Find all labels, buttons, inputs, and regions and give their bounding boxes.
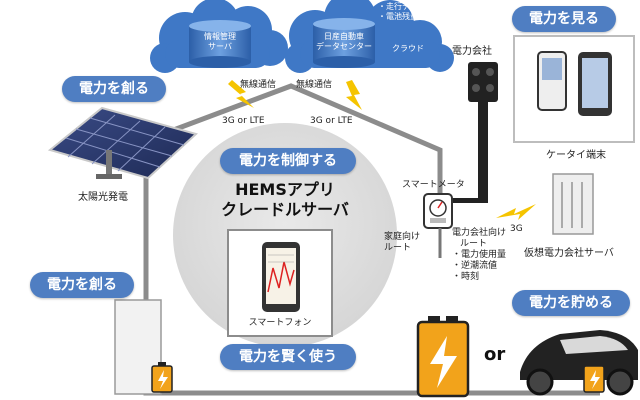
db-cylinder-right [313,18,375,68]
virtual-network-label: 3G [510,224,523,234]
or-text: or [484,344,506,365]
virtual-server-label: 仮想電力会社サーバ [524,248,614,259]
cloud-label: クラウド [392,44,424,53]
bolt-3g-icon [496,204,536,220]
hems-title: HEMSアプリクレードルサーバ [221,180,349,219]
pill-create-top: 電力を創る [62,76,166,102]
smartphone-label: スマートフォン [248,318,312,328]
power-company-label: 電力会社 [452,46,492,57]
electric-car-icon [520,330,638,396]
nissan-center-label: 日産自動車データセンター [316,32,372,51]
pill-create-bottom: 電力を創る [30,272,134,298]
pill-store: 電力を貯める [512,290,630,316]
smart-meter-label: スマートメータ [402,180,465,190]
network-label-left: 3G or LTE [222,116,265,126]
bolt-left-icon [228,80,254,108]
wireless-label-right: 無線通信 [296,80,333,90]
bolt-right-icon [346,80,362,110]
cloud-data-items: ・走行データ・電池残量 [378,2,426,21]
info-server-label: 情報管理サーバ [204,32,236,51]
battery-large-icon [416,316,470,398]
fuel-cell-unit-icon [114,299,173,395]
db-cylinder-left [189,20,251,68]
virtual-server-icon [552,173,594,235]
mobile-terminal-label: ケータイ端末 [546,150,606,161]
company-route-label: 電力会社向けルート ・電力使用量 ・逆潮流値 ・時刻 [452,228,507,282]
smartphone-box [227,229,333,337]
network-label-right: 3G or LTE [310,116,353,126]
home-route-label: 家庭向けルート [384,232,421,253]
pill-smart-use: 電力を賢く使う [220,344,356,370]
mobile-devices-icon [513,35,635,143]
pill-view: 電力を見る [512,6,616,32]
pill-control: 電力を制御する [220,148,356,174]
smart-meter-icon [423,193,453,229]
power-company-pole-icon [440,62,498,203]
solar-label: 太陽光発電 [78,192,128,203]
wireless-label-left: 無線通信 [240,80,277,90]
solar-panel-icon [47,106,199,180]
